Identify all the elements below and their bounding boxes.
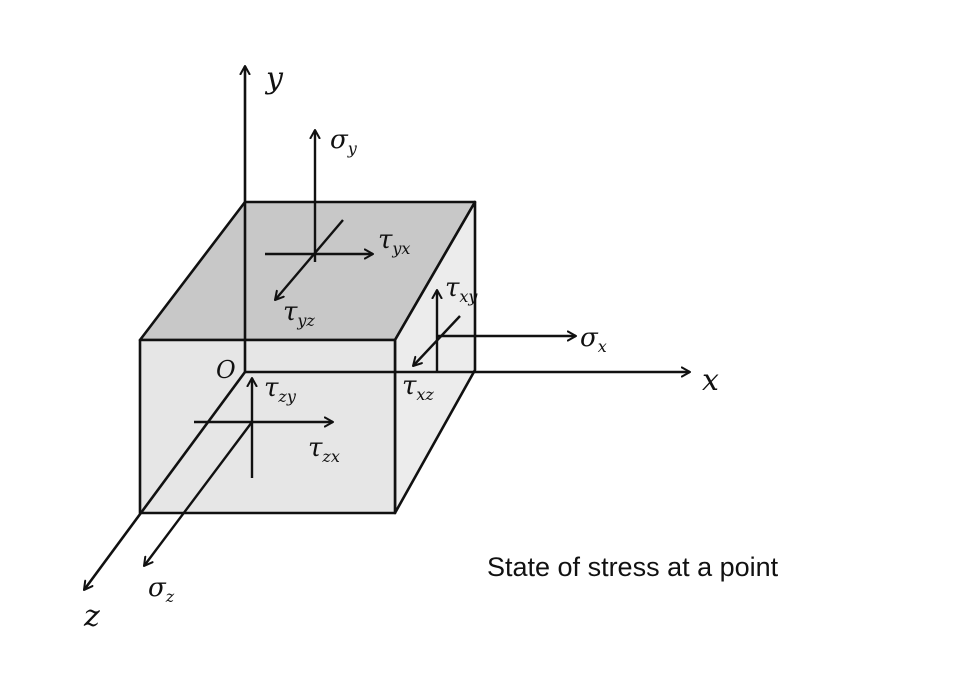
- tau-xy-label: τxy: [445, 273, 478, 306]
- sigma-x-label: σx: [580, 323, 607, 356]
- y-axis-label: y: [264, 61, 284, 96]
- diagram-caption: State of stress at a point: [487, 552, 779, 582]
- tau-yz-arrow: [275, 219, 344, 300]
- sigma-y-label: σy: [330, 125, 358, 158]
- tau-zy-label: τzy: [264, 373, 297, 406]
- x-axis-label: x: [702, 363, 719, 398]
- origin-label: O: [216, 356, 236, 384]
- sigma-z-label: σz: [148, 573, 175, 606]
- cube-front-face: [138, 338, 397, 515]
- tau-xz-label: τxz: [402, 371, 434, 404]
- tau-yz-label: τyz: [283, 297, 315, 330]
- z-axis-label: z: [83, 599, 100, 634]
- z-axis: [82, 371, 247, 590]
- tau-xz-arrow: [413, 315, 461, 366]
- sigma-z-arrow: [144, 421, 253, 566]
- tau-yx-label: τyx: [378, 225, 410, 258]
- tau-zx-label: τzx: [308, 433, 340, 466]
